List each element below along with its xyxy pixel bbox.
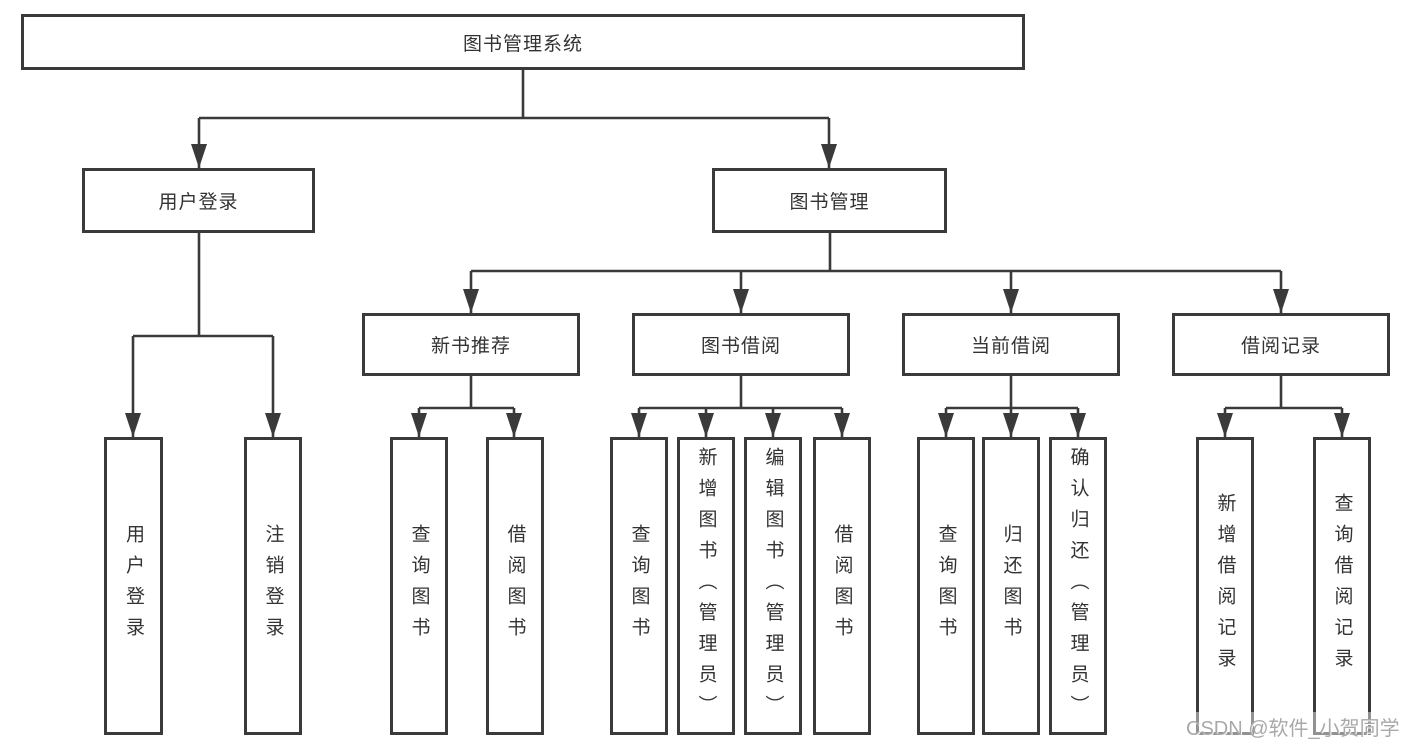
leaf-confirm-return-admin: 确认归还（管理员） xyxy=(1049,437,1107,735)
leaf-logout: 注销登录 xyxy=(244,437,302,735)
csdn-watermark: CSDN @软件_小贺同学 xyxy=(1186,712,1400,741)
leaf-add-book-admin-label: 新增图书（管理员） xyxy=(695,446,717,726)
leaf-confirm-return-admin-label: 确认归还（管理员） xyxy=(1067,446,1089,726)
leaf-borrow-query-books-label: 查询图书 xyxy=(628,524,650,648)
leaf-edit-book-admin-label: 编辑图书（管理员） xyxy=(762,446,784,726)
leaf-add-borrow-record: 新增借阅记录 xyxy=(1196,437,1254,735)
leaf-user-login-label: 用户登录 xyxy=(123,524,144,648)
leaf-add-book-admin: 新增图书（管理员） xyxy=(677,437,735,735)
leaf-recommend-query-books-label: 查询图书 xyxy=(408,524,430,648)
node-book-borrow: 图书借阅 xyxy=(632,313,850,376)
leaf-recommend-query-books: 查询图书 xyxy=(390,437,448,735)
node-book-management: 图书管理 xyxy=(712,168,947,233)
leaf-borrow-books-label: 借阅图书 xyxy=(831,524,853,648)
node-borrow-records: 借阅记录 xyxy=(1172,313,1390,376)
leaf-edit-book-admin: 编辑图书（管理员） xyxy=(744,437,802,735)
leaf-return-books: 归还图书 xyxy=(982,437,1040,735)
leaf-query-borrow-record-label: 查询借阅记录 xyxy=(1331,493,1353,679)
leaf-current-query-books-label: 查询图书 xyxy=(935,524,957,648)
leaf-recommend-borrow-books: 借阅图书 xyxy=(486,437,544,735)
leaf-recommend-borrow-books-label: 借阅图书 xyxy=(504,524,526,648)
leaf-borrow-query-books: 查询图书 xyxy=(610,437,668,735)
leaf-return-books-label: 归还图书 xyxy=(1000,524,1022,648)
leaf-user-login: 用户登录 xyxy=(104,437,163,735)
leaf-add-borrow-record-label: 新增借阅记录 xyxy=(1214,493,1236,679)
node-user-login: 用户登录 xyxy=(82,168,315,233)
node-current-borrow: 当前借阅 xyxy=(902,313,1120,376)
leaf-borrow-books: 借阅图书 xyxy=(813,437,871,735)
node-root-system: 图书管理系统 xyxy=(21,14,1025,70)
leaf-logout-label: 注销登录 xyxy=(262,524,284,648)
leaf-query-borrow-record: 查询借阅记录 xyxy=(1313,437,1371,735)
node-new-book-recommend: 新书推荐 xyxy=(362,313,580,376)
leaf-current-query-books: 查询图书 xyxy=(917,437,975,735)
